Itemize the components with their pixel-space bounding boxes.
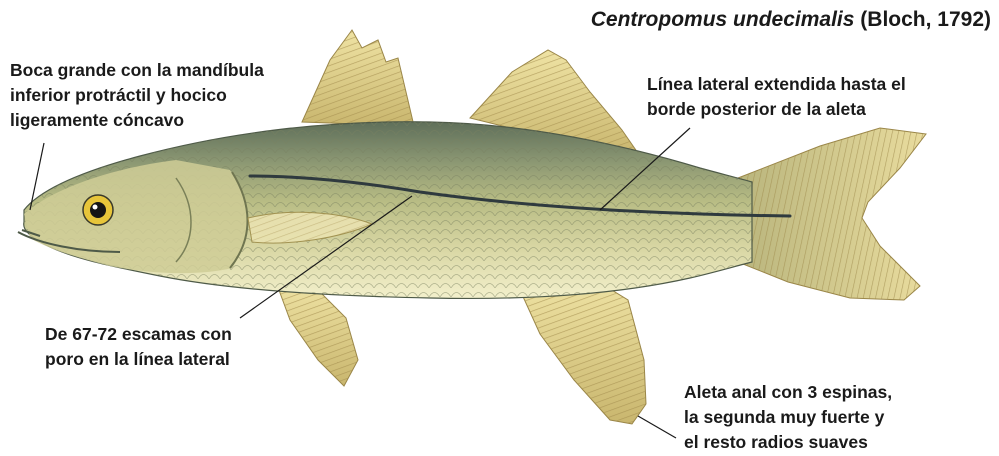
- annotation-line: Línea lateral extendida hasta el: [647, 72, 906, 97]
- fish-eye: [83, 195, 113, 225]
- annotation-line: inferior protráctil y hocico: [10, 83, 264, 108]
- annotation-mouth: Boca grande con la mandíbula inferior pr…: [10, 58, 264, 133]
- annotation-line: la segunda muy fuerte y: [684, 405, 892, 430]
- annotation-lateral-line: Línea lateral extendida hasta el borde p…: [647, 72, 906, 122]
- leader-line-anal-fin: [638, 416, 676, 438]
- species-title: Centropomus undecimalis (Bloch, 1792): [591, 8, 991, 32]
- annotation-line: De 67-72 escamas con: [45, 322, 232, 347]
- pelvic-fin: [276, 282, 358, 386]
- annotation-line: ligeramente cóncavo: [10, 108, 264, 133]
- annotation-line: poro en la línea lateral: [45, 347, 232, 372]
- annotation-line: Aleta anal con 3 espinas,: [684, 380, 892, 405]
- annotation-line: Boca grande con la mandíbula: [10, 58, 264, 83]
- species-author: (Bloch, 1792): [860, 8, 991, 31]
- caudal-fin: [738, 128, 926, 300]
- anal-fin: [520, 278, 646, 424]
- first-dorsal-fin: [302, 30, 414, 126]
- annotation-line: borde posterior de la aleta: [647, 97, 906, 122]
- fish-head: [18, 160, 248, 273]
- scientific-name: Centropomus undecimalis: [591, 8, 855, 31]
- annotation-anal-fin: Aleta anal con 3 espinas, la segunda muy…: [684, 380, 892, 455]
- annotation-line: el resto radios suaves: [684, 430, 892, 455]
- annotation-scales: De 67-72 escamas con poro en la línea la…: [45, 322, 232, 372]
